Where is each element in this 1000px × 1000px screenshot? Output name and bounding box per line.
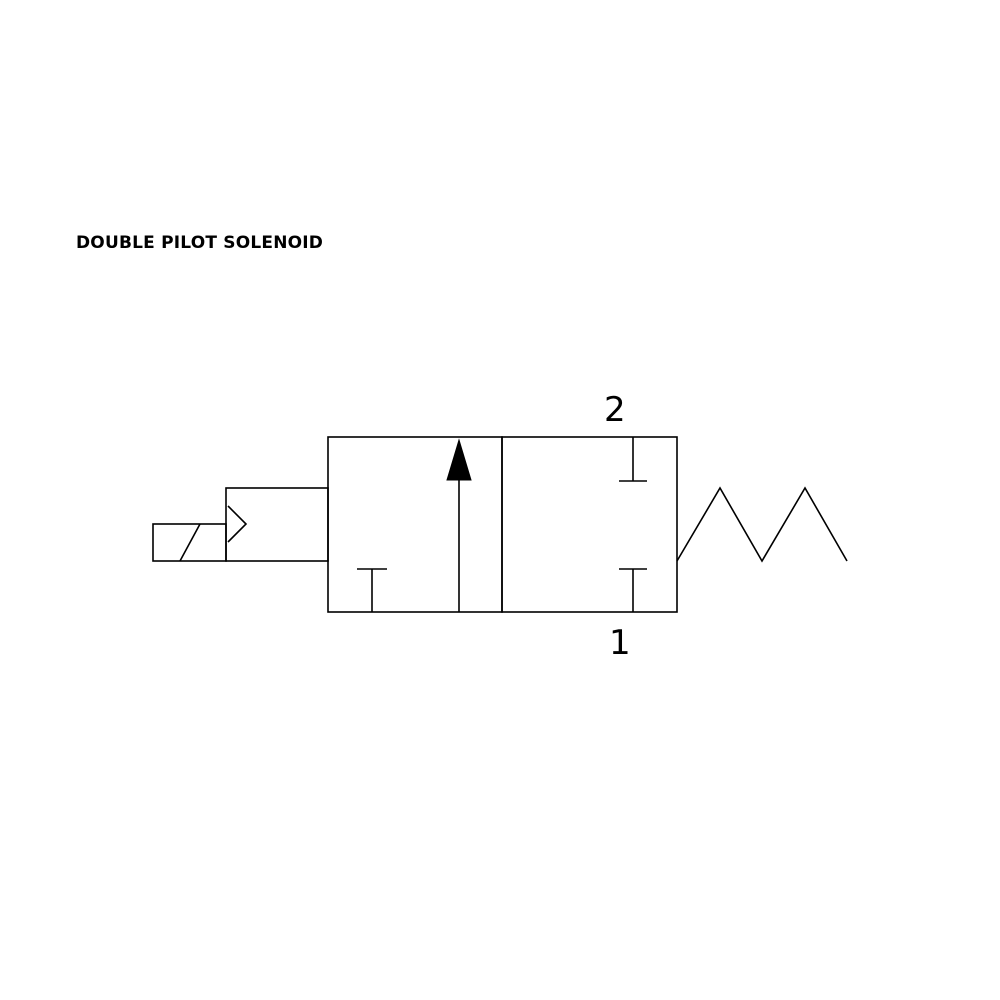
port-2-label: 2 [604, 390, 626, 430]
return-spring [676, 486, 848, 563]
port-1-label: 1 [609, 623, 631, 663]
pilot-actuator [225, 487, 329, 562]
diagram-title: DOUBLE PILOT SOLENOID [76, 233, 324, 253]
valve-envelope-right [501, 436, 678, 613]
valve-envelope-left [327, 436, 503, 613]
solenoid-coil [152, 523, 227, 562]
flow-arrow [446, 438, 472, 481]
